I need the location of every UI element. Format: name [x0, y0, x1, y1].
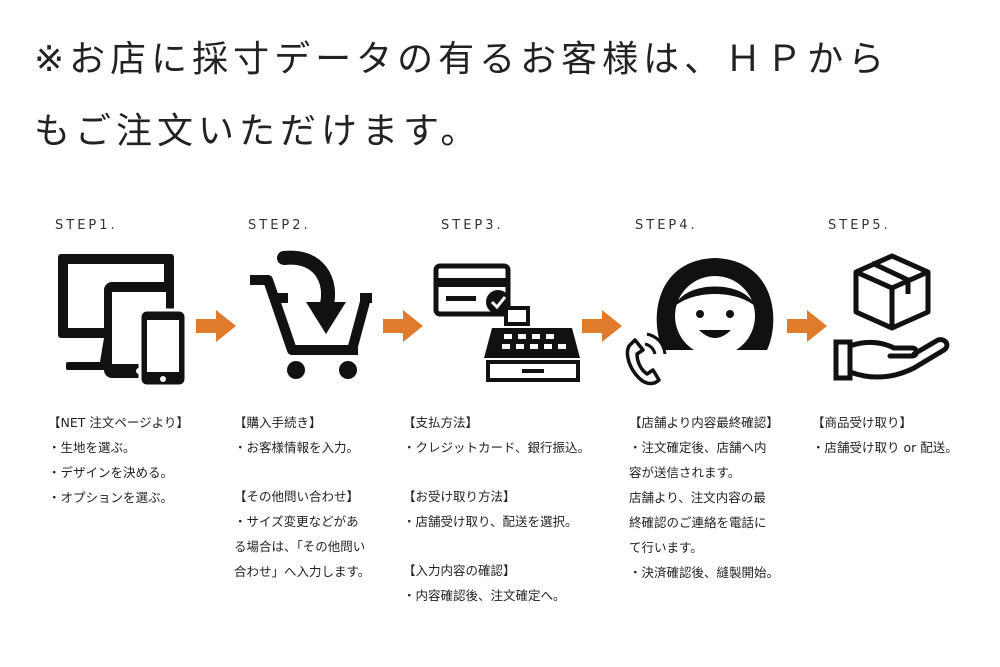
step-2-line: 合わせ」へ入力します。	[234, 564, 371, 579]
step-5-heading: 【商品受け取り】	[812, 415, 913, 430]
step-1-line: ・オプションを選ぶ。	[48, 490, 174, 505]
step-2-line: る場合は、「その他問い	[234, 539, 366, 554]
step-1-heading: 【NET 注文ページより】	[48, 415, 189, 430]
step-4-line: ・決済確認後、縫製開始。	[629, 565, 780, 580]
step-2-label: STEP2.	[248, 218, 311, 233]
arrow-right-icon	[582, 310, 622, 342]
step-3-heading: 【支払方法】	[403, 415, 479, 430]
step-1-line: ・生地を選ぶ。	[48, 440, 136, 455]
step-4-line: て行います。	[629, 540, 703, 555]
arrow-right-icon	[196, 310, 236, 342]
step-4-description: 【店舗より内容最終確認】 ・注文確定後、店舗へ内 容が送信されます。 店舗より、…	[629, 410, 779, 585]
step-3-line: ・内容確認後、注文確定へ。	[403, 588, 566, 603]
step-4-line: 終確認のご連絡を電話に	[629, 515, 767, 530]
headline-line-1: ※お店に採寸データの有るお客様は、ＨＰから	[34, 39, 890, 80]
package-hand-icon	[833, 253, 950, 381]
step-1-description: 【NET 注文ページより】 ・生地を選ぶ。 ・デザインを決める。 ・オプションを…	[48, 410, 189, 510]
step-2-heading: 【その他問い合わせ】	[234, 489, 360, 504]
step-2-description: 【購入手続き】 ・お客様情報を入力。 【その他問い合わせ】 ・サイズ変更などがあ…	[234, 410, 370, 584]
step-5-description: 【商品受け取り】 ・店舗受け取り or 配送。	[812, 410, 958, 460]
arrow-right-icon	[383, 310, 423, 342]
step-4-label: STEP4.	[635, 218, 698, 233]
headline-line-2: もご注文いただけます。	[34, 111, 482, 152]
step-3-label: STEP3.	[441, 218, 504, 233]
step-4-line: 店舗より、注文内容の最	[629, 490, 766, 505]
step-1-label: STEP1.	[55, 218, 118, 233]
step-1-line: ・デザインを決める。	[48, 465, 174, 480]
step-5-line: ・店舗受け取り or 配送。	[812, 440, 958, 455]
step-5-label: STEP5.	[828, 218, 891, 233]
step-4-heading: 【店舗より内容最終確認】	[629, 415, 779, 430]
shopping-cart-icon	[250, 250, 372, 379]
step-2-line: ・お客様情報を入力。	[234, 440, 360, 455]
staff-phone-icon	[625, 258, 774, 386]
payment-register-icon	[433, 263, 580, 382]
step-3-line: ・店舗受け取り、配送を選択。	[403, 514, 578, 529]
step-4-line: ・注文確定後、店舗へ内	[629, 440, 767, 455]
devices-icon	[58, 254, 188, 388]
step-3-heading: 【お受け取り方法】	[403, 489, 516, 504]
step-4-line: 容が送信されます。	[629, 465, 741, 480]
step-3-line: ・クレジットカード、銀行振込。	[403, 440, 591, 455]
step-3-heading: 【入力内容の確認】	[403, 563, 516, 578]
step-2-line: ・サイズ変更などがあ	[234, 514, 359, 529]
arrow-right-icon	[787, 310, 827, 342]
step-3-description: 【支払方法】 ・クレジットカード、銀行振込。 【お受け取り方法】 ・店舗受け取り…	[403, 410, 590, 608]
step-2-heading: 【購入手続き】	[234, 415, 322, 430]
